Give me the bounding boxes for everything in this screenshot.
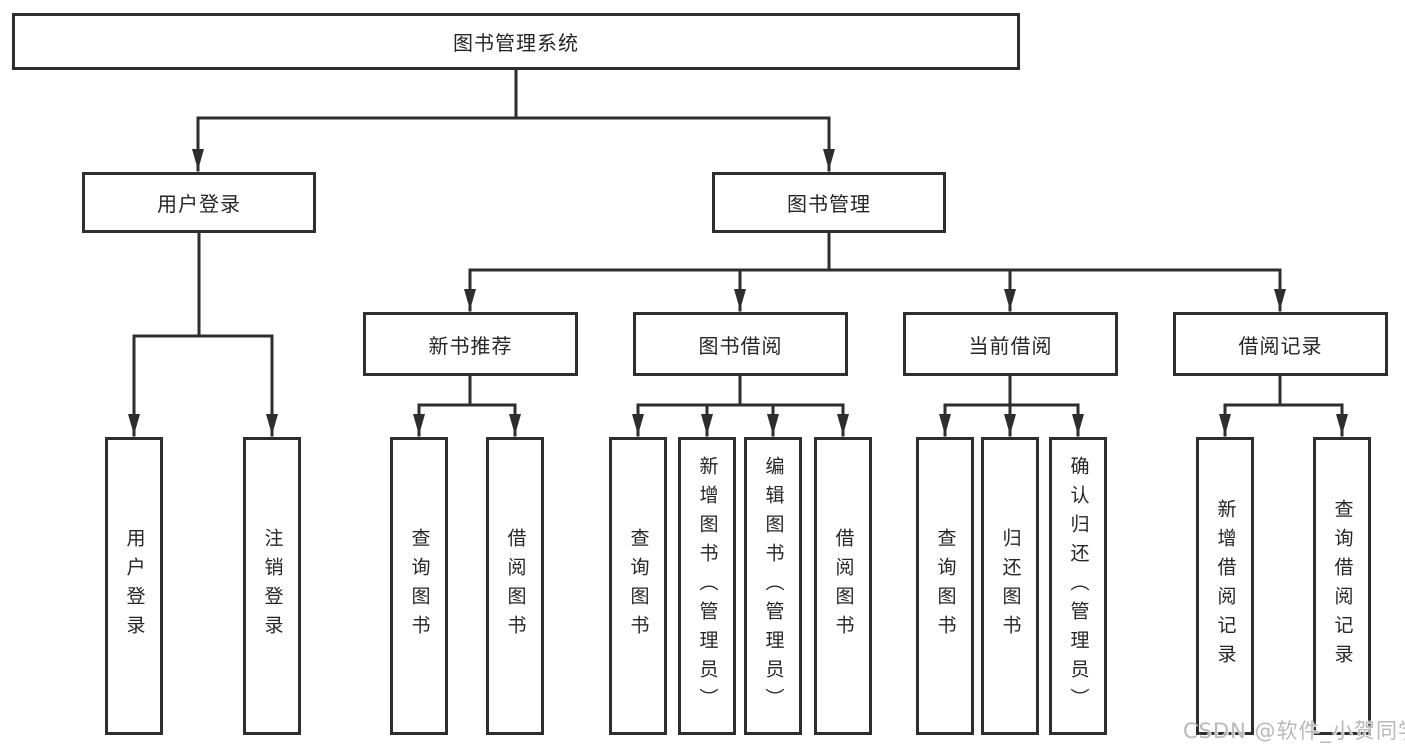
leaf-query-books-recommend: 查询图书 [390, 437, 448, 735]
node-label: 图书管理 [787, 192, 871, 216]
leaf-borrow-books-recommend: 借阅图书 [486, 437, 544, 735]
leaf-label: 注销登录 [261, 528, 284, 644]
leaf-label: 归还图书 [999, 528, 1022, 644]
leaf-user-login: 用户登录 [105, 437, 163, 735]
leaf-logout: 注销登录 [243, 437, 301, 735]
leaf-borrow-books-borrowing: 借阅图书 [814, 437, 872, 735]
node-book-management-branch: 图书管理 [712, 172, 946, 233]
leaf-add-book-admin: 新增图书（管理员） [678, 437, 736, 735]
node-label: 用户登录 [157, 192, 241, 216]
leaf-edit-book-admin: 编辑图书（管理员） [744, 437, 802, 735]
node-label: 借阅记录 [1238, 333, 1323, 358]
node-user-login-branch: 用户登录 [82, 172, 316, 233]
node-label: 新书推荐 [428, 333, 513, 358]
node-current-borrowing: 当前借阅 [903, 312, 1118, 376]
node-label: 当前借阅 [968, 333, 1053, 358]
leaf-label: 编辑图书（管理员） [762, 455, 785, 717]
node-label: 图书借阅 [698, 333, 783, 358]
leaf-add-borrow-record: 新增借阅记录 [1196, 437, 1254, 735]
leaf-label: 借阅图书 [504, 528, 527, 644]
leaf-return-books: 归还图书 [981, 437, 1039, 735]
leaf-query-borrow-record: 查询借阅记录 [1313, 437, 1371, 735]
node-root-library-system: 图书管理系统 [12, 13, 1020, 70]
csdn-watermark: CSDN @软件_小贺同学 [1183, 719, 1405, 743]
leaf-confirm-return-admin: 确认归还（管理员） [1049, 437, 1107, 735]
node-new-book-recommend: 新书推荐 [363, 312, 578, 376]
leaf-label: 查询图书 [627, 528, 650, 644]
node-label: 图书管理系统 [453, 31, 579, 55]
leaf-query-books-borrowing: 查询图书 [609, 437, 667, 735]
leaf-label: 新增图书（管理员） [696, 455, 719, 717]
leaf-label: 查询图书 [934, 528, 957, 644]
leaf-query-books-current: 查询图书 [916, 437, 974, 735]
leaf-label: 确认归还（管理员） [1067, 455, 1090, 717]
node-book-borrowing: 图书借阅 [633, 312, 848, 376]
leaf-label: 查询借阅记录 [1331, 499, 1354, 673]
leaf-label: 查询图书 [408, 528, 431, 644]
leaf-label: 借阅图书 [832, 528, 855, 644]
node-borrow-records: 借阅记录 [1173, 312, 1388, 376]
leaf-label: 用户登录 [123, 528, 146, 644]
leaf-label: 新增借阅记录 [1214, 499, 1237, 673]
